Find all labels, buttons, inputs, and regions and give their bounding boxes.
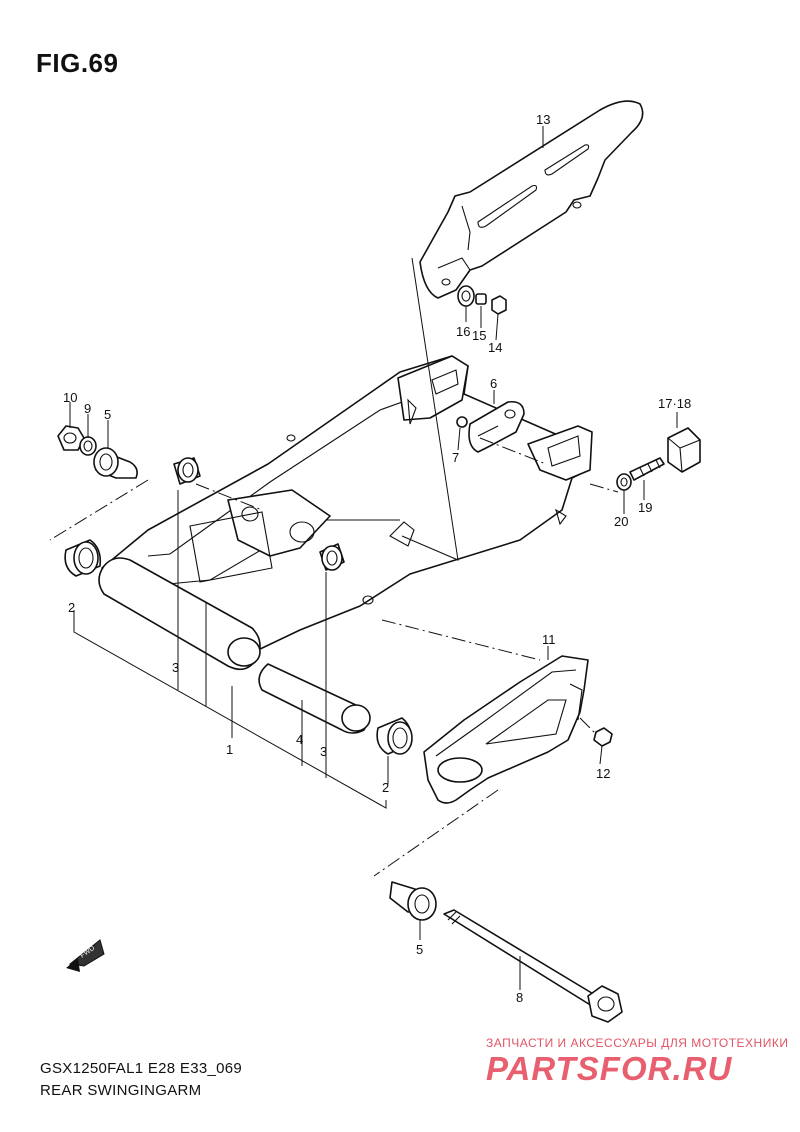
callout-10: 10 xyxy=(63,390,77,405)
bushing-part-5-right xyxy=(389,881,437,921)
adjuster-block-part-17-18 xyxy=(667,427,701,473)
bolt-part-7 xyxy=(456,416,468,428)
collar-part-15 xyxy=(475,293,487,305)
callout-5-lower: 5 xyxy=(416,942,423,957)
spacer-tube-part-4 xyxy=(258,663,371,734)
bearing-part-2-left xyxy=(64,539,102,577)
bearing-part-2-right xyxy=(376,717,413,755)
leader-lines xyxy=(69,126,678,990)
callout-8: 8 xyxy=(516,990,523,1005)
callout-16: 16 xyxy=(456,324,470,339)
bearing-part-3-upper xyxy=(173,457,201,485)
nut-part-20 xyxy=(616,473,632,491)
callout-2-left: 2 xyxy=(68,600,75,615)
callout-13: 13 xyxy=(536,112,550,127)
callout-9: 9 xyxy=(84,401,91,416)
callout-19: 19 xyxy=(638,500,652,515)
callout-17-18: 17·18 xyxy=(658,396,691,411)
callout-20: 20 xyxy=(614,514,628,529)
callout-15: 15 xyxy=(472,328,486,343)
bearing-part-3-lower xyxy=(319,543,345,571)
chain-guard-part-11 xyxy=(423,655,589,804)
callouts: 13 16 15 14 10 9 5 6 7 17·18 20 19 2 3 1… xyxy=(63,112,691,1005)
callout-4: 4 xyxy=(296,732,303,747)
callout-1: 1 xyxy=(226,742,233,757)
callout-11: 11 xyxy=(542,632,556,647)
callout-7: 7 xyxy=(452,450,459,465)
model-code: GSX1250FAL1 E28 E33_069 xyxy=(40,1060,243,1077)
fwd-arrow-icon: FWD xyxy=(66,939,105,972)
assembly-name: REAR SWINGINGARM xyxy=(40,1082,202,1099)
figure-title: FIG.69 xyxy=(36,48,119,78)
callout-3-left: 3 xyxy=(172,660,179,675)
callout-12: 12 xyxy=(596,766,610,781)
pivot-shaft-part-8 xyxy=(443,909,623,1023)
chain-cover-part-13 xyxy=(419,100,644,299)
bolt-part-19 xyxy=(629,457,665,481)
swingarm-part-1 xyxy=(98,355,593,671)
washer-part-9 xyxy=(79,436,97,456)
callout-2-right: 2 xyxy=(382,780,389,795)
callout-6: 6 xyxy=(490,376,497,391)
watermark-brand: PARTSFOR.RU xyxy=(486,1050,733,1087)
watermark-tagline: ЗАПЧАСТИ И АКСЕССУАРЫ ДЛЯ МОТОТЕХНИКИ xyxy=(486,1036,789,1050)
callout-3-right: 3 xyxy=(320,744,327,759)
washer-part-16 xyxy=(457,285,475,307)
bolt-part-14 xyxy=(491,295,507,315)
centerlines xyxy=(49,437,619,877)
bolt-part-12 xyxy=(593,727,613,747)
callout-5-upper: 5 xyxy=(104,407,111,422)
callout-14: 14 xyxy=(488,340,502,355)
bushing-part-5-left xyxy=(93,447,138,479)
